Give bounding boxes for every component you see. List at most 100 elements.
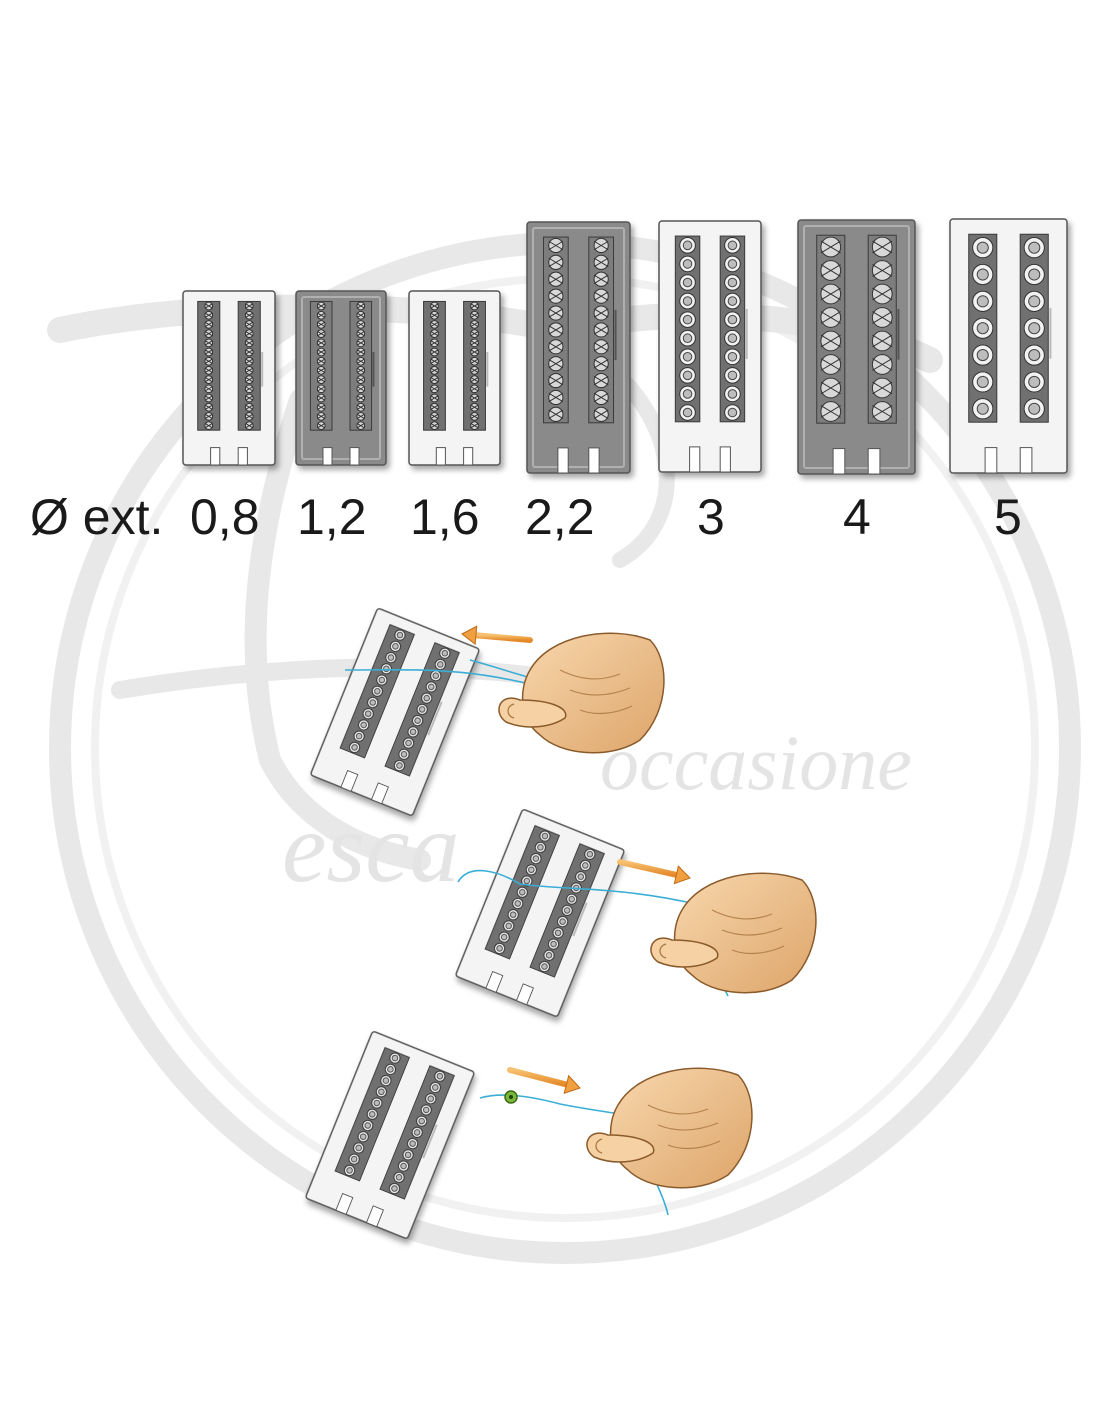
size-frame-notch-left	[210, 447, 221, 466]
size-frame-bead-cross	[548, 257, 564, 268]
direction-arrow-head	[673, 865, 691, 885]
size-frame-bead-cross	[245, 303, 254, 309]
size-frame-bead-cross	[317, 367, 326, 374]
hand-knuckles	[647, 1104, 721, 1150]
size-frame-bead-cross	[470, 413, 479, 420]
size-frame-bead-cross	[430, 321, 439, 328]
size-frame-bead-cross	[872, 264, 893, 277]
size-frame-bead-cross	[430, 367, 439, 374]
size-frame-bead-hole	[682, 259, 693, 269]
size-frame-bead-cross	[245, 367, 254, 374]
size-frame-notch-right	[463, 447, 474, 466]
size-frame-bead-cross	[593, 375, 609, 386]
size-frame-bead-hole	[727, 333, 738, 344]
size-frame-bead-cross	[548, 240, 564, 251]
size-frame-bead-cross	[548, 392, 564, 403]
size-label-5: 5	[994, 489, 1022, 545]
hand-thumb	[586, 1132, 655, 1163]
size-frame-bead-cross	[430, 340, 439, 346]
size-frame-bead-cross	[317, 386, 326, 392]
size-frame-bead-cross	[820, 358, 841, 371]
size-frame-side-mark	[745, 308, 748, 360]
size-frame-bead-hole	[682, 240, 693, 251]
hand	[498, 632, 665, 754]
size-frame-bead-cross	[430, 303, 439, 309]
step-frame-body-notch-left	[340, 769, 359, 792]
size-frame-bead-hole	[727, 240, 738, 251]
size-frame-bead-cross	[356, 321, 365, 328]
step-frame-body-bead-hole	[437, 661, 444, 668]
hand-thumb	[650, 937, 719, 968]
step-frame-body-bead-hole	[563, 907, 571, 914]
size-frame-bead-hole	[682, 370, 693, 381]
step-frame-body-bead-hole	[550, 940, 557, 948]
step-frame-body-notch-left	[335, 1192, 354, 1215]
size-frame-bead-cross	[593, 409, 609, 420]
size-frame-notch-left	[689, 446, 701, 473]
size-frame-bead-cross	[593, 342, 609, 352]
size-frame-bead-cross	[470, 395, 479, 401]
size-frame-bead-cross	[245, 330, 254, 337]
step-frame-body-notch-right	[370, 782, 390, 805]
hand-thumb	[498, 697, 567, 728]
size-frame-bead-cross	[470, 330, 479, 337]
size-frame-side-mark	[486, 351, 489, 387]
size-frame-bead-cross	[317, 312, 326, 318]
size-frame	[182, 290, 276, 466]
size-frame-bead-cross	[470, 422, 479, 429]
step-frame-body-bead-hole	[500, 933, 508, 941]
direction-arrow-shaft	[617, 859, 680, 878]
step-frame-body-bead-hole	[387, 1066, 394, 1073]
step-frame-body-bead-hole	[400, 1162, 407, 1170]
size-frame-bead-cross	[356, 358, 365, 364]
step-frame-body-bead-hole	[427, 683, 435, 691]
step-frame-body-bead-hole	[577, 873, 585, 880]
size-frame-slot-2	[237, 300, 261, 431]
size-frame-bead-cross	[470, 386, 479, 392]
size-frame-bead-cross	[820, 287, 841, 301]
step-frame-body-bead-hole	[509, 911, 517, 919]
size-frame-side-mark	[372, 351, 375, 387]
size-frame-bead-cross	[548, 359, 564, 369]
size-frame-bead-cross	[872, 240, 893, 254]
size-frame-bead-hole	[1028, 322, 1041, 335]
size-frame-bead-cross	[356, 404, 365, 410]
size-frame-bead-cross	[245, 358, 254, 364]
size-frame-bead-hole	[682, 389, 693, 399]
step-frame-body-bead-hole	[409, 1140, 416, 1147]
step-frame-body-bead-hole	[392, 643, 399, 650]
size-frame-bead-hole	[727, 314, 738, 325]
size-frame-slot-1	[309, 300, 333, 431]
size-frame-bead-cross	[356, 422, 365, 429]
size-frame-bead-cross	[204, 303, 213, 309]
usage-step	[455, 809, 817, 1017]
step-frame-body-bead-hole	[355, 1144, 362, 1152]
size-frame-bead-cross	[820, 311, 841, 324]
size-frame-bead-cross	[317, 349, 326, 355]
step-frame-body-bead-hole	[586, 850, 594, 858]
size-frame-bead-hole	[727, 407, 738, 418]
step-frame-body-bead-hole	[541, 832, 549, 840]
size-frame-bead-cross	[430, 413, 439, 420]
size-frame-bead-cross	[204, 349, 213, 355]
step-frame-body-notch-left	[485, 970, 504, 993]
size-frame-bead-cross	[593, 274, 609, 284]
size-frame-bevel	[301, 296, 381, 460]
size-frame-bead-cross	[356, 340, 365, 346]
size-frame-bead-cross	[245, 404, 254, 410]
size-frame-bead-hole	[976, 295, 989, 308]
size-frame-bead-hole	[1028, 349, 1041, 362]
size-frame	[295, 290, 387, 466]
size-frame-bead-cross	[317, 303, 326, 309]
size-frame-bead-cross	[820, 240, 841, 254]
step-frame-body	[305, 1031, 475, 1239]
size-frame-bead-cross	[245, 312, 254, 318]
size-frame-notch-left	[832, 448, 846, 475]
size-frame-bead-cross	[470, 312, 479, 318]
step-frame-body	[310, 608, 480, 816]
step-frame-body-side-mark	[427, 701, 443, 736]
step-frame	[310, 608, 480, 816]
size-frame-bead-cross	[356, 413, 365, 420]
size-frame-bead-cross	[245, 321, 254, 328]
